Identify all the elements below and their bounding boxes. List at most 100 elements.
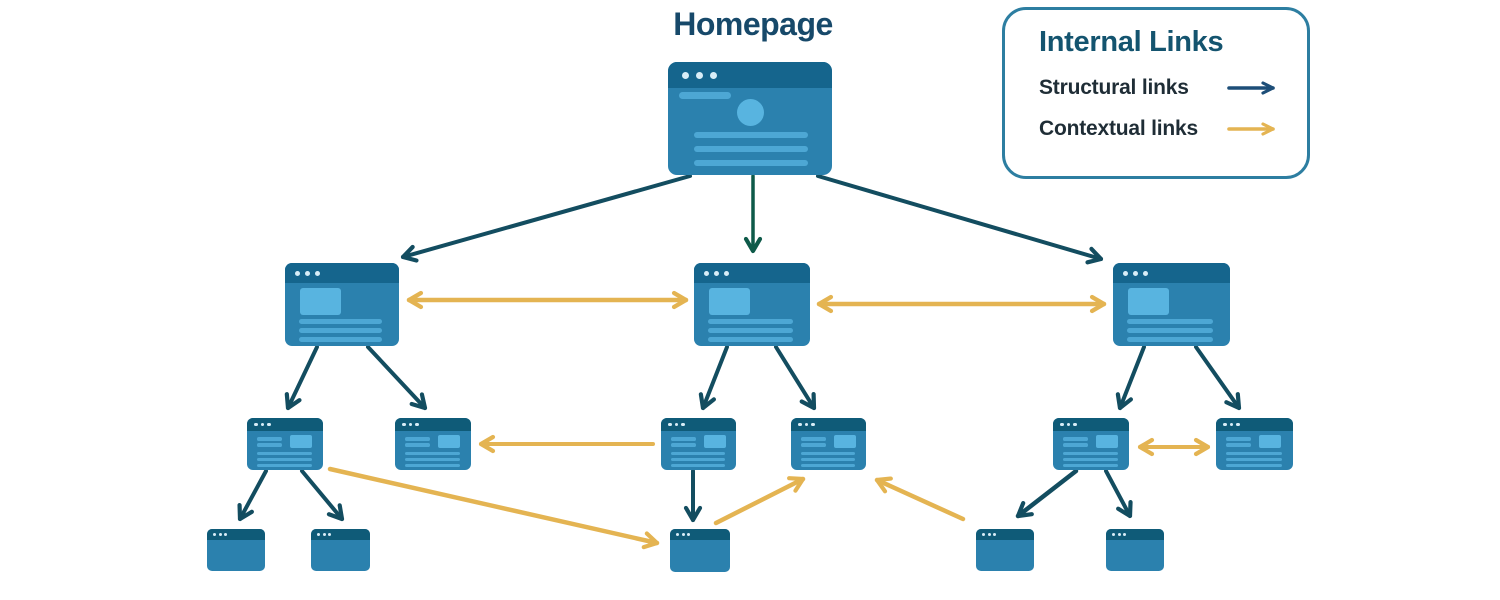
page-content-block [257, 437, 282, 441]
window-dot [224, 533, 227, 536]
page-content-block [1226, 464, 1282, 468]
window-dot [668, 422, 672, 427]
window-dot [804, 422, 808, 427]
page-content-block [257, 464, 312, 468]
structural-left-subpage-to-detail-2 [300, 469, 345, 522]
page-content-block [671, 437, 696, 441]
window-dot [315, 270, 320, 276]
window-dot [213, 533, 216, 536]
window-dot [681, 533, 685, 536]
page-content-block [708, 337, 793, 342]
page-content-block [671, 443, 696, 447]
contextual-left-subpage-to-center-detail [327, 466, 660, 550]
browser-titlebar [694, 263, 810, 283]
page-content-block [405, 443, 430, 447]
window-dot [1073, 422, 1077, 427]
window-dot [1133, 270, 1138, 276]
window-dot [798, 422, 802, 427]
browser-titlebar [1216, 418, 1293, 431]
image-block [300, 288, 341, 315]
page-content-block [671, 452, 725, 456]
window-dot [710, 71, 717, 79]
legend: Internal Links Structural links Contextu… [1002, 7, 1310, 179]
page-content-block [1226, 452, 1282, 456]
homepage-label: Homepage [673, 6, 833, 42]
page-content-block [671, 464, 725, 468]
image-block [290, 435, 312, 448]
page-content-block [1127, 328, 1213, 333]
browser-titlebar [395, 418, 471, 431]
window-dot [408, 422, 412, 427]
subpage-left-1 [247, 418, 323, 470]
window-dot [681, 422, 685, 427]
image-block [1096, 435, 1118, 448]
window-dots-icon [1123, 270, 1153, 276]
page-content-block [708, 328, 793, 333]
legend-item-structural: Structural links [1039, 76, 1285, 100]
page-content-block [1127, 319, 1213, 324]
window-dot [1060, 422, 1064, 427]
window-dots-icon [1112, 533, 1129, 536]
structural-right-category-to-subpage-1 [1115, 345, 1146, 411]
window-dot [696, 71, 703, 79]
window-dots-icon [1223, 422, 1243, 427]
browser-titlebar [311, 529, 370, 540]
structural-right-subpage-to-detail-1 [1015, 468, 1079, 519]
detail-page-left-2 [311, 529, 370, 571]
window-dot [1229, 422, 1233, 427]
subpage-right-1 [1053, 418, 1129, 470]
page-content-block [1226, 458, 1282, 462]
window-dots-icon [798, 422, 818, 427]
structural-homepage-to-right-category [816, 174, 1104, 265]
window-dot [1117, 533, 1121, 536]
page-content-block [801, 464, 855, 468]
image-block [709, 288, 750, 315]
window-dot [254, 422, 258, 427]
window-dots-icon [254, 422, 274, 427]
window-dot [1236, 422, 1240, 427]
page-content-block [1063, 452, 1118, 456]
browser-titlebar [1053, 418, 1129, 431]
subpage-right-2 [1216, 418, 1293, 470]
window-dot [704, 270, 709, 276]
page-content-block [1063, 458, 1118, 462]
window-dot [987, 533, 991, 536]
contextual-right-detail-to-center-subpage [874, 476, 966, 522]
detail-page-right-1 [976, 529, 1034, 571]
structural-center-category-to-subpage-2 [774, 345, 817, 411]
browser-titlebar [207, 529, 265, 540]
window-dot [322, 533, 326, 536]
contextual-links-label: Contextual links [1039, 117, 1198, 140]
window-dots-icon [295, 270, 325, 276]
page-content-block [257, 458, 312, 462]
page-content-block [405, 458, 460, 462]
window-dots-icon [402, 422, 422, 427]
window-dot [305, 270, 310, 276]
browser-titlebar [285, 263, 399, 283]
category-page-right [1113, 263, 1230, 346]
window-dot [402, 422, 406, 427]
browser-titlebar [1106, 529, 1164, 540]
window-dots-icon [982, 533, 999, 536]
window-dot [993, 533, 996, 536]
window-dot [1066, 422, 1070, 427]
image-block [438, 435, 460, 448]
contextual-center-detail-to-center-subpage [713, 476, 806, 526]
structural-right-subpage-to-detail-2 [1104, 469, 1133, 519]
page-content-block [257, 452, 312, 456]
structural-center-category-to-subpage-1 [698, 345, 729, 411]
browser-titlebar [791, 418, 866, 431]
page-content-block [405, 464, 460, 468]
window-dot [1112, 533, 1115, 536]
page-content-block [801, 452, 855, 456]
page-content-block [801, 443, 826, 447]
category-page-left [285, 263, 399, 346]
structural-links-label: Structural links [1039, 76, 1189, 99]
detail-page-right-2 [1106, 529, 1164, 571]
page-content-block [1063, 464, 1118, 468]
page-content-block [299, 337, 382, 342]
image-block [704, 435, 726, 448]
structural-left-subpage-to-detail-1 [237, 469, 268, 522]
